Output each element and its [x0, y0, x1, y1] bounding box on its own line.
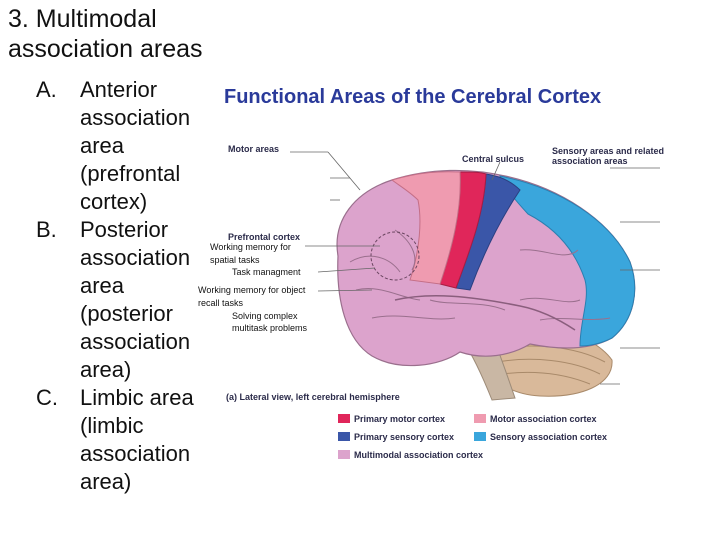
note-working-memory-object-2: recall tasks: [198, 298, 244, 308]
label-motor-areas: Motor areas: [228, 144, 280, 154]
outline-item-posterior: B. Posterior association area (posterior…: [36, 216, 212, 384]
note-working-memory-spatial-2: spatial tasks: [210, 255, 260, 265]
legend-label-motor-association: Motor association cortex: [490, 414, 597, 424]
note-working-memory-spatial: Working memory for: [210, 242, 291, 252]
outline-item-limbic: C. Limbic area (limbic association area): [36, 384, 212, 496]
label-prefrontal-cortex: Prefrontal cortex: [228, 232, 301, 242]
note-solving-complex: Solving complex: [232, 311, 298, 321]
slide-title: 3. Multimodal association areas: [8, 5, 203, 63]
gyri-lines: [349, 229, 611, 321]
outline-text: Limbic area (limbic association area): [80, 385, 194, 494]
legend-label-sensory-association: Sensory association cortex: [490, 432, 608, 442]
outline-marker: A.: [36, 77, 57, 102]
figure-caption: (a) Lateral view, left cerebral hemisphe…: [226, 392, 400, 402]
outline-marker: B.: [36, 217, 57, 242]
figure-title: Functional Areas of the Cerebral Cortex: [224, 86, 602, 108]
outline-list: A. Anterior association area (prefrontal…: [36, 76, 212, 496]
label-central-sulcus: Central sulcus: [462, 154, 525, 164]
outline-text: Posterior association area (posterior as…: [80, 217, 191, 382]
outline-item-anterior: A. Anterior association area (prefrontal…: [36, 76, 212, 216]
legend-label-primary-sensory: Primary sensory cortex: [354, 432, 455, 442]
outline-marker: C.: [36, 385, 58, 410]
label-sensory-areas: Sensory areas and related association ar…: [552, 146, 665, 166]
legend-swatch-multimodal-association: [338, 450, 350, 459]
note-solving-complex-2: multitask problems: [232, 323, 308, 333]
leader-lines: [290, 151, 660, 385]
legend-label-multimodal-association: Multimodal association cortex: [354, 450, 484, 460]
legend-swatch-motor-association: [474, 414, 486, 423]
motor-association-region: [390, 171, 461, 285]
sensory-association-region: [499, 175, 636, 347]
prefrontal-region-outline: [370, 231, 420, 281]
note-working-memory-object: Working memory for object: [198, 285, 306, 295]
note-task-management: Task managment: [232, 267, 301, 277]
legend-label-primary-motor: Primary motor cortex: [354, 414, 446, 424]
lateral-sulcus: [394, 295, 576, 331]
outline-text: Anterior association area (prefrontal co…: [80, 77, 191, 214]
legend-swatch-primary-motor: [338, 414, 350, 423]
legend-swatch-primary-sensory: [338, 432, 350, 441]
legend-swatch-sensory-association: [474, 432, 486, 441]
